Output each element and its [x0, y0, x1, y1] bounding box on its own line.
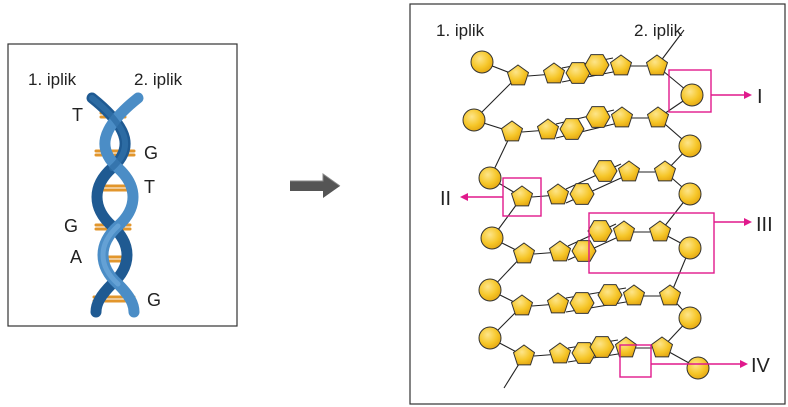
phosphate-circle: [680, 83, 704, 107]
base-pentagon: [546, 183, 570, 205]
base-pentagon: [546, 292, 570, 314]
base-pentagon: [622, 284, 646, 306]
phosphate-circle: [470, 50, 494, 74]
dna-double-helix: [86, 92, 144, 318]
phosphate-circle: [478, 326, 502, 350]
base-pentagon: [614, 336, 638, 358]
base-right-3: G: [147, 290, 161, 310]
base-ring: [571, 240, 597, 262]
base-left-1: T: [72, 105, 83, 125]
marker-arrows: [460, 91, 752, 368]
left-strand2-label: 2. iplik: [134, 70, 183, 89]
base-left-2: G: [64, 216, 78, 236]
highlight-box-I: [668, 69, 712, 113]
base-pentagon: [536, 118, 560, 140]
base-pentagon: [548, 240, 572, 262]
marker-III: III: [756, 214, 773, 236]
base-ring: [584, 54, 610, 76]
sugar-pentagon: [646, 106, 670, 128]
sugar-pentagon: [653, 160, 677, 182]
sugar-pentagon: [510, 294, 534, 316]
base-ring: [597, 284, 623, 306]
marker-II: II: [440, 188, 451, 210]
base-pentagon: [542, 62, 566, 84]
marker-IV: IV: [751, 355, 771, 377]
sugar-pentagon: [658, 284, 682, 306]
sugar-pentagon: [512, 344, 536, 366]
sugar-pentagon: [510, 185, 534, 207]
base-ring: [585, 106, 611, 128]
base-pentagon: [612, 220, 636, 242]
right-strand1-label: 1. iplik: [436, 21, 485, 40]
right-strand2-label: 2. iplik: [634, 21, 683, 40]
highlight-box-IV: [619, 344, 652, 378]
base-ring: [569, 292, 595, 314]
base-right-2: T: [144, 177, 155, 197]
base-ring: [592, 160, 618, 182]
left-strand1-label: 1. iplik: [28, 70, 77, 89]
marker-I: I: [757, 86, 763, 108]
base-ring: [589, 336, 615, 358]
base-pentagon: [617, 160, 641, 182]
base-ring: [559, 118, 585, 140]
highlight-box-III: [588, 212, 715, 274]
dna-ladder-structure: [462, 29, 710, 389]
phosphate-circle: [678, 306, 702, 330]
sugar-pentagon: [650, 336, 674, 358]
base-ring: [587, 220, 613, 242]
phosphate-circle: [678, 182, 702, 206]
sugar-pentagon: [500, 120, 524, 142]
phosphate-circle: [686, 356, 710, 380]
phosphate-circle: [462, 108, 486, 132]
base-pentagon: [548, 342, 572, 364]
base-left-3: A: [70, 247, 82, 267]
right-arrow-icon: [290, 173, 341, 198]
phosphate-circle: [478, 166, 502, 190]
phosphate-circle: [678, 236, 702, 260]
base-pentagon: [610, 106, 634, 128]
phosphate-circle: [478, 278, 502, 302]
base-pentagon: [609, 54, 633, 76]
base-ring: [565, 62, 591, 84]
sugar-pentagon: [648, 220, 672, 242]
sugar-pentagon: [645, 54, 669, 76]
phosphate-circle: [678, 134, 702, 158]
base-right-1: G: [144, 143, 158, 163]
sugar-pentagon: [506, 64, 530, 86]
base-ring: [569, 183, 595, 205]
sugar-pentagon: [512, 242, 536, 264]
phosphate-circle: [480, 226, 504, 250]
